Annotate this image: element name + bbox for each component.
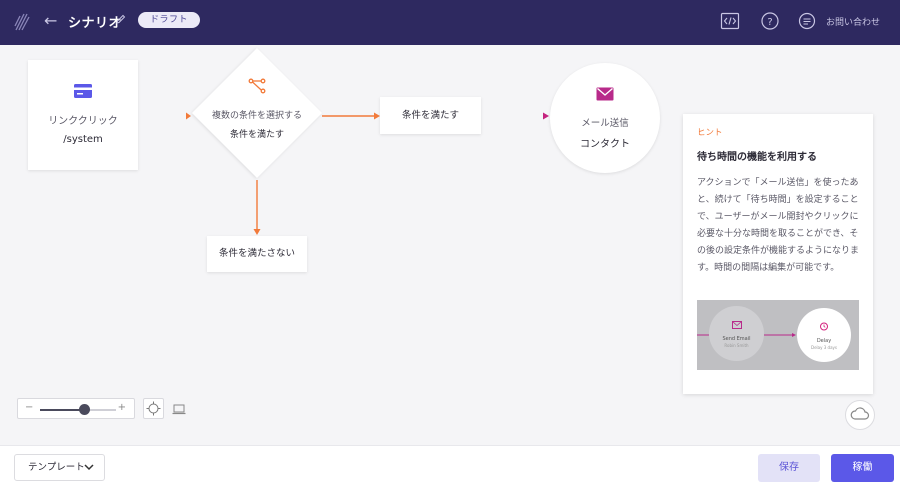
preview-delay-node: Delay Delay 3 days <box>797 308 851 362</box>
footer-bar: テンプレート 保存 稼働 <box>0 445 900 488</box>
branch-node-content[interactable]: 複数の条件を選択する 条件を満たす <box>196 78 318 140</box>
hint-title: 待ち時間の機能を利用する <box>697 152 817 163</box>
zoom-out-button[interactable]: − <box>25 402 34 413</box>
condition-not-met-node[interactable]: 条件を満たさない <box>207 236 307 272</box>
preview-node2-title: Delay <box>816 338 832 344</box>
branch-label: 複数の条件を選択する <box>211 111 302 121</box>
template-label: テンプレート <box>28 462 85 473</box>
laptop-icon[interactable] <box>172 404 186 415</box>
cloud-icon <box>850 407 870 420</box>
svg-text:?: ? <box>767 17 772 28</box>
back-arrow-icon[interactable]: ← <box>44 11 58 30</box>
condition-met-node[interactable]: 条件を満たす <box>380 97 481 134</box>
code-icon[interactable] <box>720 11 740 31</box>
branch-value: 条件を満たす <box>229 130 284 140</box>
logo-icon[interactable] <box>14 12 30 32</box>
status-badge: ドラフト <box>138 12 201 28</box>
hint-panel: ヒント 待ち時間の機能を利用する アクションで「メール送信」を使ったあと、続けて… <box>683 114 873 394</box>
preview-mail-icon <box>731 321 742 329</box>
connector-lines <box>138 112 549 235</box>
chevron-down-icon <box>84 464 94 471</box>
preview-send-email-node: Send Email Robin Smith <box>709 306 764 361</box>
preview-node1-title: Send Email <box>722 336 751 342</box>
zoom-in-button[interactable]: + <box>117 402 126 413</box>
chat-icon[interactable] <box>797 11 817 31</box>
preview-clock-icon <box>820 322 828 331</box>
save-button[interactable]: 保存 <box>758 454 820 482</box>
preview-node1-sub: Robin Smith <box>724 343 749 348</box>
send-email-node[interactable]: メール送信 コンタクト <box>550 63 660 173</box>
page-title: シナリオ <box>68 16 123 31</box>
contact-link[interactable]: お問い合わせ <box>826 18 881 28</box>
trigger-value: /system <box>63 134 103 145</box>
hint-label: ヒント <box>697 128 723 138</box>
card-icon <box>74 84 92 98</box>
zoom-control: − + <box>17 398 135 419</box>
help-icon[interactable]: ? <box>760 11 780 31</box>
recenter-button[interactable] <box>143 398 164 419</box>
template-dropdown[interactable]: テンプレート <box>14 454 105 481</box>
action-value: コンタクト <box>580 139 630 150</box>
zoom-slider-handle[interactable] <box>78 404 90 415</box>
mail-icon <box>596 87 614 101</box>
preview-node2-sub: Delay 3 days <box>811 345 837 350</box>
hint-body: アクションで「メール送信」を使ったあと、続けて「待ち時間」を設定することで、ユー… <box>697 178 860 273</box>
trigger-label: リンククリック <box>48 116 118 127</box>
pencil-icon[interactable] <box>116 14 126 24</box>
assistant-button[interactable] <box>845 400 875 430</box>
zoom-fill <box>40 409 85 411</box>
trigger-node[interactable]: リンククリック /system <box>28 60 138 170</box>
action-label: メール送信 <box>581 118 629 129</box>
top-bar: ← シナリオ ドラフト ? お問い合わせ <box>0 0 900 45</box>
branch-icon <box>248 78 266 94</box>
hint-preview-image: Send Email Robin Smith Delay Delay 3 day… <box>697 300 859 370</box>
preview-connector <box>697 333 796 337</box>
activate-button[interactable]: 稼働 <box>831 454 894 482</box>
crosshair-icon <box>146 401 161 416</box>
